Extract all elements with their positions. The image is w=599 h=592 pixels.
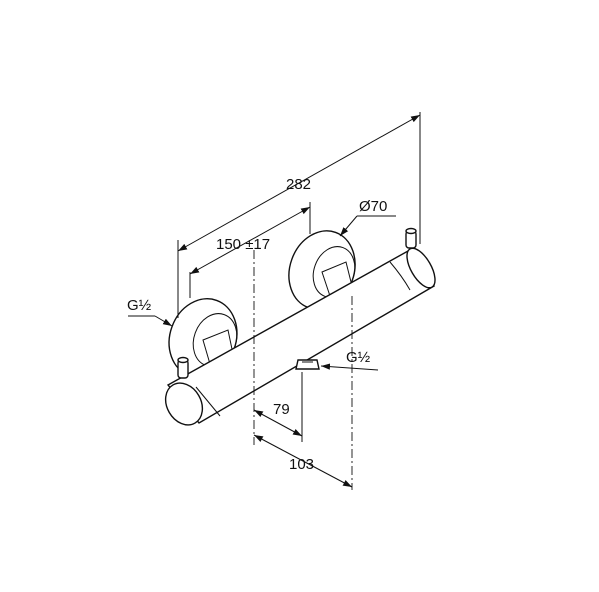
inlet-thread-leader: G½ xyxy=(127,297,173,327)
right-cap-pin xyxy=(405,227,417,249)
outlet-thread-label: G½ xyxy=(346,349,371,366)
inlet-spacing-label: 150 ±17 xyxy=(216,236,270,253)
outlet-thread-leader: G½ xyxy=(320,349,379,371)
inlet-spacing-dimension: 150 ±17 xyxy=(189,202,311,298)
outlet-offset-dimension: 79 xyxy=(253,372,303,442)
flange-diameter-leader: Ø70 xyxy=(339,198,396,237)
thermostat-body xyxy=(164,247,436,426)
outlet-offset-label: 79 xyxy=(273,401,290,418)
overall-length-label: 282 xyxy=(286,176,311,193)
outlet-distance-dimension: 103 xyxy=(253,434,353,488)
centre-lines xyxy=(253,250,353,490)
inlet-thread-label: G½ xyxy=(127,297,152,314)
outlet-fitting xyxy=(295,359,320,370)
outlet-distance-label: 103 xyxy=(289,456,314,473)
left-cap-pin xyxy=(177,356,189,379)
flange-diameter-label: Ø70 xyxy=(359,198,387,215)
